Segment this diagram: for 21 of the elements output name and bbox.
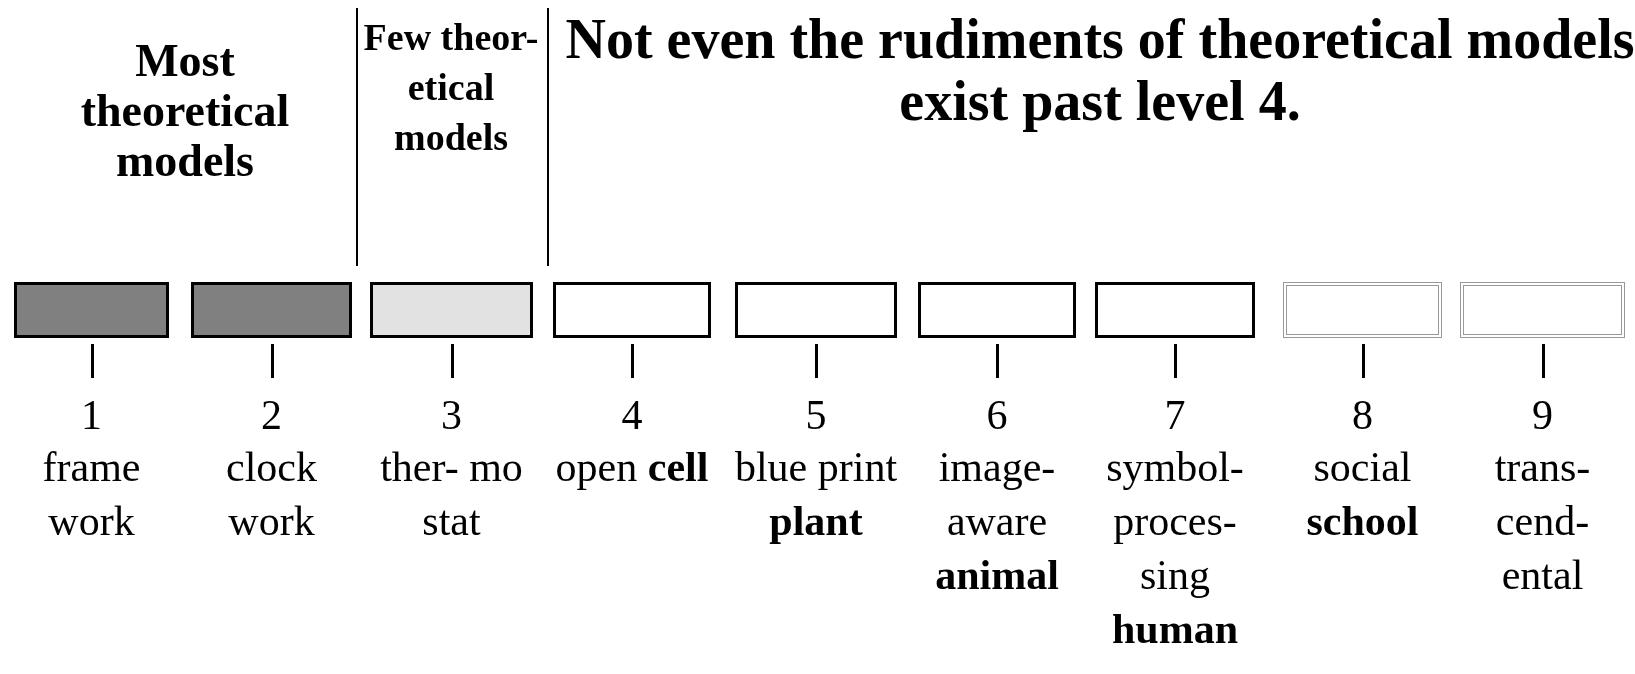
level-name: clock work bbox=[225, 443, 318, 546]
level-number: 1 bbox=[80, 391, 103, 440]
level-number: 9 bbox=[1531, 391, 1554, 440]
level-number: 5 bbox=[804, 391, 828, 440]
level-name: social school bbox=[1305, 443, 1420, 546]
level-number: 8 bbox=[1351, 391, 1374, 440]
level-name: ther- mo stat bbox=[379, 443, 524, 546]
heading: Most theoretical models bbox=[79, 36, 291, 186]
level-number: 6 bbox=[985, 391, 1009, 440]
heading: Few theor- etical models bbox=[362, 15, 540, 160]
level-number: 2 bbox=[260, 391, 283, 440]
level-number: 4 bbox=[620, 391, 644, 440]
level-name: blue print plant bbox=[733, 443, 899, 546]
heading: Not even the rudiments of theoretical models exist past level 4. bbox=[564, 8, 1635, 132]
level-name: image- aware animal bbox=[934, 443, 1060, 600]
level-number: 3 bbox=[440, 391, 463, 440]
level-name: frame work bbox=[41, 443, 142, 546]
level-number: 7 bbox=[1163, 391, 1187, 440]
level-name: trans- cend- ental bbox=[1493, 443, 1592, 600]
level-name: open cell bbox=[554, 443, 710, 492]
level-name: symbol- proces- sing human bbox=[1105, 443, 1245, 654]
